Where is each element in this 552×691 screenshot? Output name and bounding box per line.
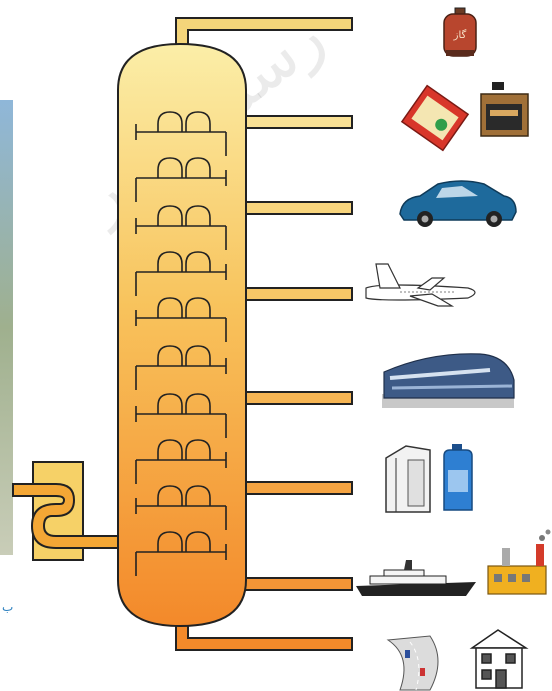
car-icon xyxy=(400,181,516,227)
background-photo-strip xyxy=(0,100,13,555)
house-icon xyxy=(472,630,526,688)
airplane-icon xyxy=(366,264,475,306)
furnace xyxy=(13,462,118,560)
cropped-side-label: ب xyxy=(2,600,13,614)
gas-cylinder-label: گاز xyxy=(453,29,467,41)
lubricant-bottle-icon xyxy=(444,444,472,510)
gas-cylinder-icon: گاز xyxy=(444,8,476,56)
road-icon xyxy=(388,636,438,690)
oil-can-icon xyxy=(481,82,528,136)
train-icon xyxy=(382,354,514,408)
ship-icon xyxy=(356,560,476,596)
factory-icon xyxy=(488,530,551,595)
food-package-icon xyxy=(402,86,468,151)
milk-carton-icon xyxy=(386,446,430,512)
outlet-pipe-1 xyxy=(246,116,352,128)
